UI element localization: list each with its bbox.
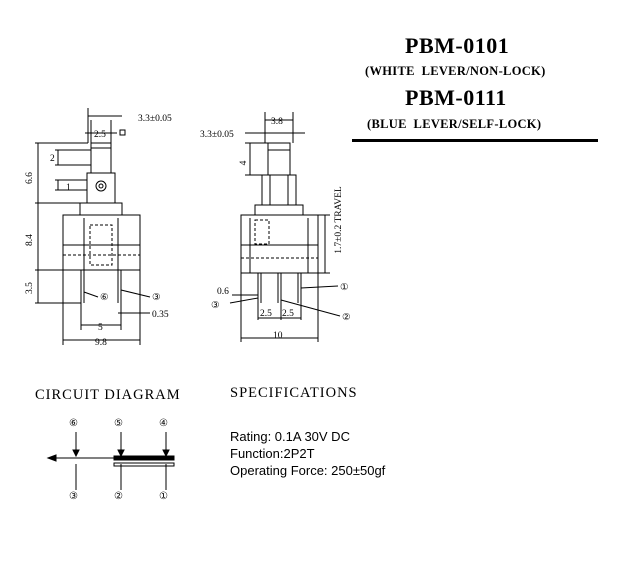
pin-1-label-right: ① [340,282,349,293]
dim-2: 2 [50,154,55,164]
dim-2-5-a: 2.5 [260,309,272,319]
dim-0-6: 0.6 [217,287,229,297]
model-subtitle-1: (WHITE LEVER/NON-LOCK) [365,64,546,78]
circuit-pin-3: ③ [69,491,78,502]
pin-3-label-left: ③ [152,292,161,303]
pin-3-label-right: ③ [211,300,220,311]
dim-1: 1 [66,183,71,193]
dim-0-35: 0.35 [152,310,169,320]
dim-5: 5 [98,323,103,333]
dim-top-tol-left: 3.3±0.05 [138,114,172,124]
circuit-pin-4: ④ [159,418,168,429]
side-view [229,112,341,342]
dim-9-8: 9.8 [95,338,107,348]
travel-label: 1.7±0.2 TRAVEL [334,186,344,254]
dim-4: 4 [239,160,249,165]
specifications-heading: SPECIFICATIONS [230,385,358,401]
circuit-pin-2: ② [114,491,123,502]
dim-tol-right: 3.3±0.05 [200,130,234,140]
dim-3-5: 3.5 [25,282,35,294]
circuit-pin-5: ⑤ [114,418,123,429]
model-subtitle-2: (BLUE LEVER/SELF-LOCK) [367,117,542,131]
pin-2-label-right: ② [342,312,351,323]
spec-function: Function:2P2T [230,446,315,461]
circuit-heading: CIRCUIT DIAGRAM [35,387,181,403]
dim-8-4: 8.4 [25,234,35,246]
mechanical-drawing: 3.3±0.05 2.5 2 6.6 1 8.4 3.5 5 0.35 9.8 … [25,108,351,348]
dim-2-5-b: 2.5 [282,309,294,319]
circuit-pin-6: ⑥ [69,418,78,429]
circuit-diagram [46,432,175,490]
spec-operating-force: Operating Force: 250±50gf [230,463,386,478]
model-title-2: PBM-0111 [405,85,507,110]
circuit-pin-1: ① [159,491,168,502]
dim-10: 10 [273,331,283,341]
model-title-1: PBM-0101 [405,33,510,58]
spec-rating: Rating: 0.1A 30V DC [230,429,350,444]
header-divider [352,139,598,142]
front-view [35,108,151,345]
dim-3-8: 3.8 [271,117,283,127]
dim-2-5-left: 2.5 [94,130,106,140]
pin-6-label-left: ⑥ [100,292,109,303]
dim-6-6: 6.6 [25,172,35,184]
